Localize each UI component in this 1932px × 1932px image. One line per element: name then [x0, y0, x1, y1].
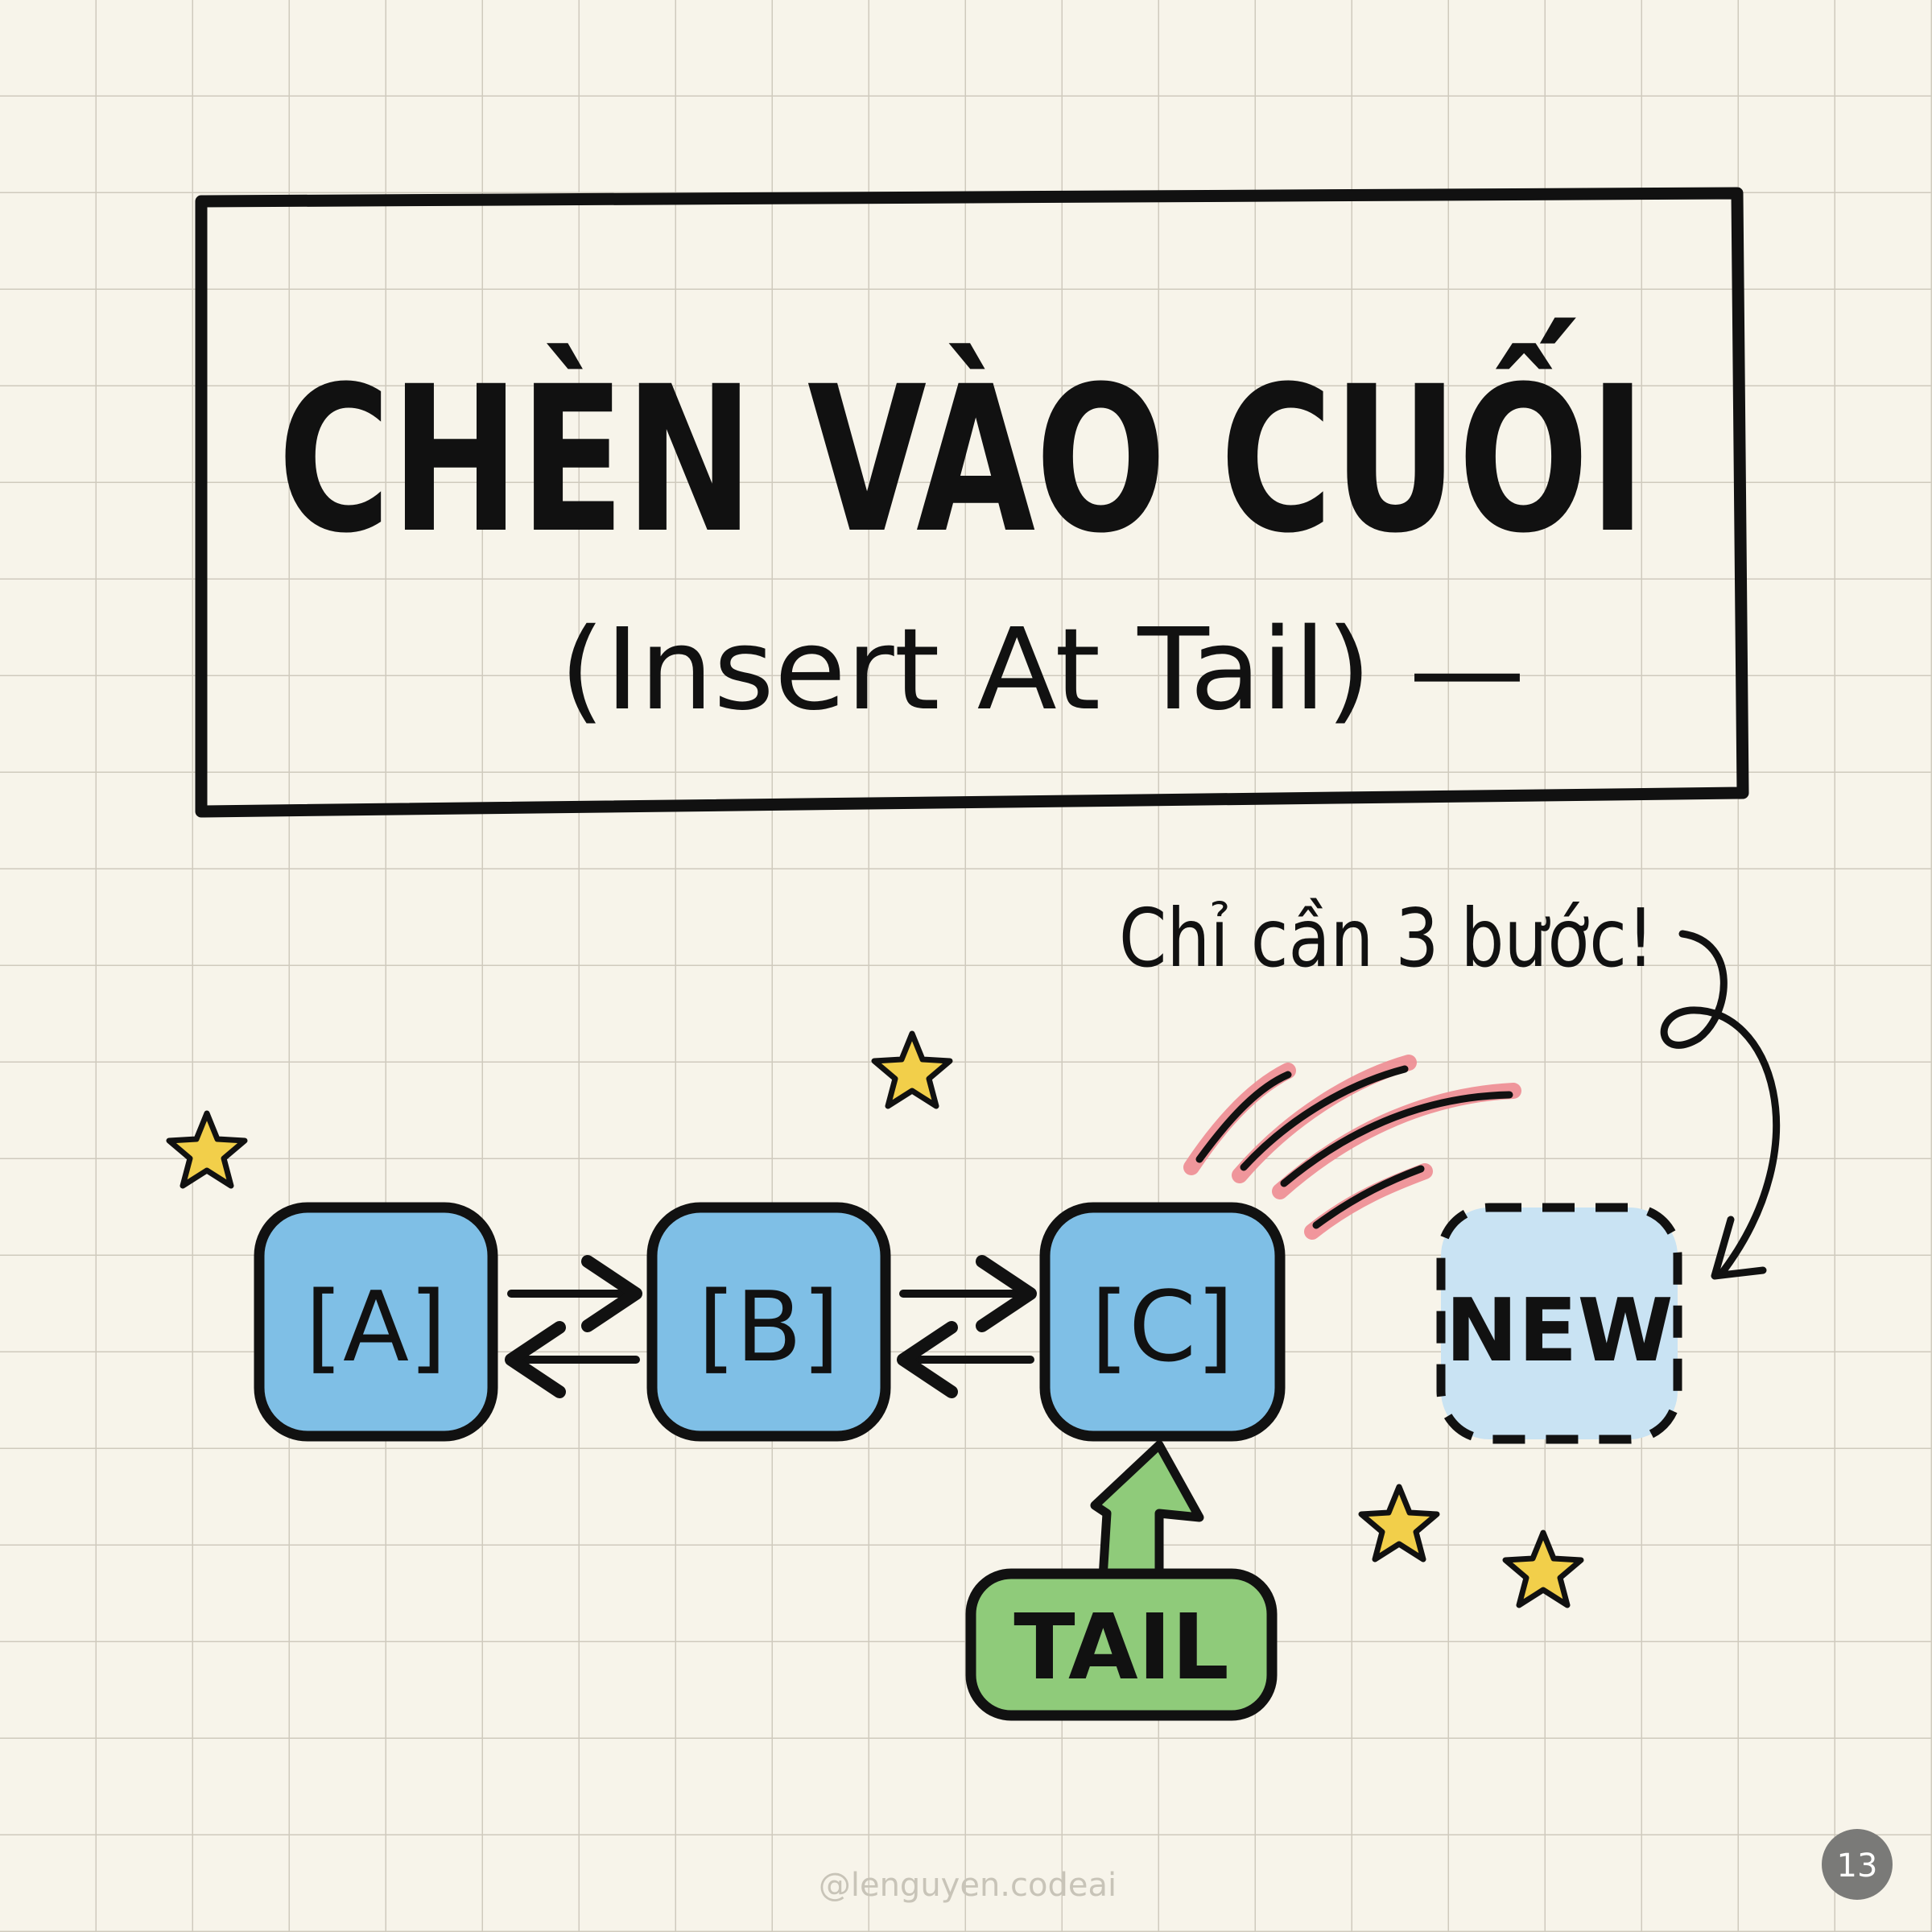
steps-note: Chỉ cần 3 bước! [1119, 891, 1654, 985]
page-number: 13 [1837, 1847, 1878, 1885]
curved-arrow-icon [1660, 930, 1780, 1276]
page-subtitle: (Insert At Tail) — [559, 605, 1525, 736]
new-node: NEW [1436, 1203, 1682, 1444]
speed-lines-ink [1195, 1065, 1513, 1229]
double-arrow-icon [505, 1255, 642, 1398]
new-node-label: NEW [1445, 1281, 1673, 1381]
title-frame [195, 187, 1749, 818]
tail-pointer: TAIL [965, 1568, 1278, 1721]
tail-label: TAIL [1013, 1596, 1228, 1700]
node-label: [C] [1091, 1272, 1233, 1384]
node-c: [C] [1039, 1202, 1286, 1442]
page-title: CHÈN VÀO CUỐI [278, 318, 1646, 577]
node-a: [A] [254, 1202, 498, 1442]
page-number-badge [1822, 1829, 1893, 1900]
node-b: [B] [646, 1202, 891, 1442]
double-arrow-icon [897, 1255, 1037, 1398]
node-label: [B] [698, 1272, 840, 1384]
node-label: [A] [305, 1272, 447, 1384]
watermark: @lenguyen.codeai [819, 1867, 1117, 1904]
curved-arrow-head [1711, 1216, 1767, 1280]
